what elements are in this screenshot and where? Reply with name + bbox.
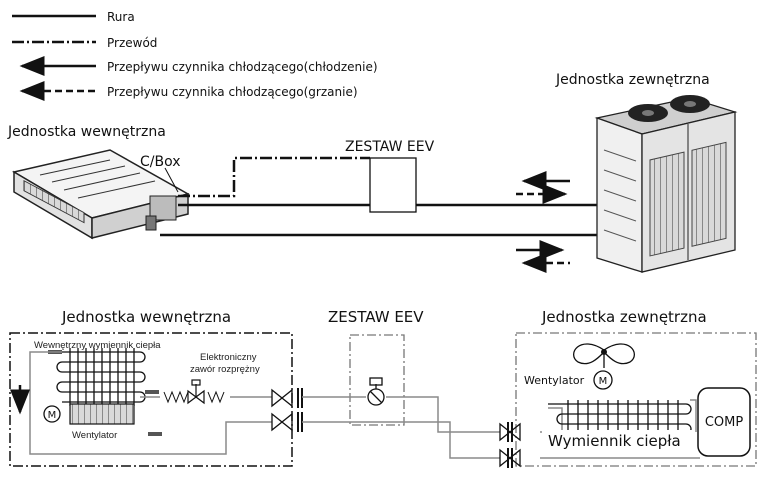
top-eev-title: ZESTAW EEV xyxy=(345,139,435,155)
bottom-indoor-unit-title: Jednostka wewnętrzna xyxy=(61,308,231,326)
expansion-valve-icon xyxy=(187,379,205,405)
outdoor-fan-label: Wentylator xyxy=(524,374,585,387)
eev-kit-boundary xyxy=(349,334,405,426)
outdoor-unit-icon xyxy=(594,95,738,273)
svg-text:M: M xyxy=(48,410,57,421)
service-valve-icon xyxy=(271,388,303,432)
eev-label-line1: Elektroniczny xyxy=(200,352,257,363)
fan-icon xyxy=(573,343,635,368)
compressor-label: COMP xyxy=(705,415,744,430)
bottom-outdoor-unit-title: Jednostka zewnętrzna xyxy=(541,308,707,326)
legend-wire-label: Przewód xyxy=(107,36,157,50)
strainer-icon xyxy=(163,390,225,404)
legend-heating-label: Przepływu czynnika chłodzącego(grzanie) xyxy=(107,85,358,99)
indoor-exchanger-label: Wewnętrzny wymiennik ciepła xyxy=(34,340,161,351)
indoor-fan-icon xyxy=(69,403,135,425)
outdoor-unit-boundary xyxy=(515,332,757,467)
control-wire xyxy=(178,156,370,198)
heat-exchanger-label-bg xyxy=(542,430,692,450)
compressor-icon xyxy=(697,387,751,457)
legend-pipe-label: Rura xyxy=(107,10,135,24)
motor-icon: M xyxy=(43,405,61,423)
outdoor-service-valve-icon xyxy=(499,422,521,468)
svg-text:M: M xyxy=(599,376,608,387)
top-outdoor-unit-title: Jednostka zewnętrzna xyxy=(555,72,710,88)
heat-exchanger-label: Wymiennik ciepła xyxy=(548,432,681,450)
valve-icon xyxy=(367,377,385,406)
indoor-refrigerant-loop xyxy=(29,351,272,455)
eev-kit-box xyxy=(369,157,417,213)
indoor-coil-icon xyxy=(56,348,146,406)
outdoor-motor-icon: M xyxy=(593,370,613,390)
bottom-eev-title: ZESTAW EEV xyxy=(328,308,424,326)
sensor-mark xyxy=(145,390,159,394)
indoor-fan-label: Wentylator xyxy=(72,430,117,441)
sensor-mark xyxy=(148,432,162,436)
eev-label-line2: zawór rozprężny xyxy=(190,364,260,375)
cbox-label: C/Box xyxy=(140,154,181,170)
legend-cooling-label: Przepływu czynnika chłodzącego(chłodzeni… xyxy=(107,60,378,74)
legend: Rura Przewód Przepływu czynnika chłodząc… xyxy=(12,10,378,101)
indoor-unit-icon xyxy=(11,149,191,240)
top-indoor-unit-title: Jednostka wewnętrzna xyxy=(7,124,166,140)
